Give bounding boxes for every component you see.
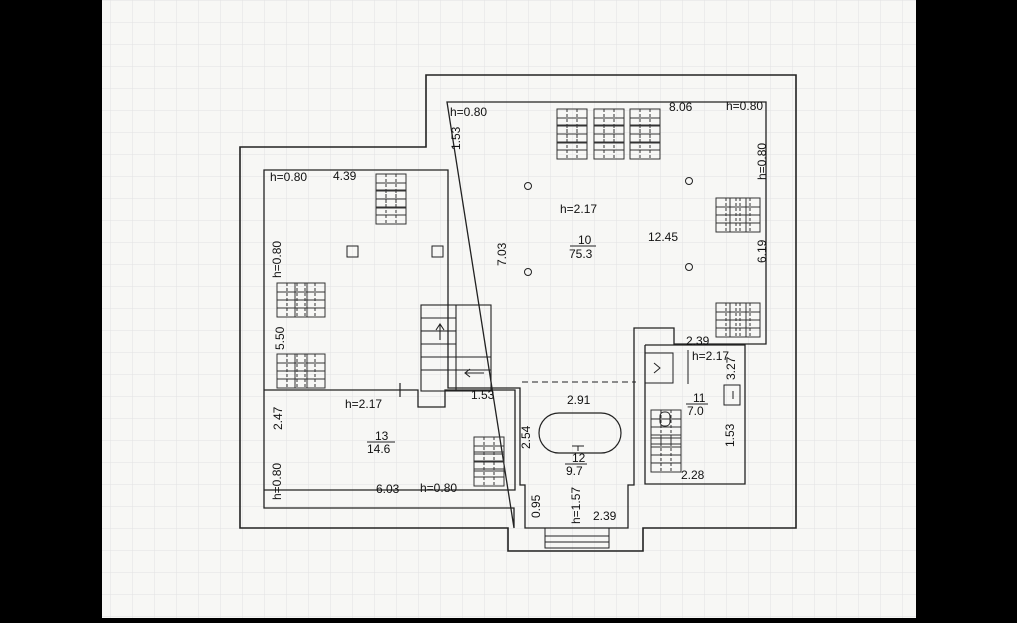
room-13-wall: [264, 389, 516, 491]
dimension-label: 8.06: [669, 100, 693, 114]
dimension-label: 6.03: [376, 482, 400, 496]
room-number: 12: [572, 451, 586, 465]
outer-wall: [239, 74, 797, 552]
entrance-steps: [544, 527, 610, 549]
staircase: [420, 304, 492, 392]
dimension-label: 2.39: [593, 509, 617, 523]
height-label: h=2.17: [345, 397, 382, 411]
tap-unit: [723, 384, 741, 406]
sink-symbol: [653, 362, 661, 374]
fixture-circle: [524, 182, 532, 190]
dimension-label: 5.50: [273, 326, 287, 350]
height-label: h=2.17: [692, 349, 729, 363]
dimension-label: 2.47: [271, 406, 285, 430]
room-area: 9.7: [566, 464, 583, 478]
dimension-label: 2.28: [681, 468, 705, 482]
height-label: h=0.80: [450, 105, 487, 119]
height-label: h=0.80: [420, 481, 457, 495]
inner-wall: [263, 101, 767, 529]
dimension-label: 12.45: [648, 230, 678, 244]
sink-unit: [644, 352, 674, 384]
height-label: h=0.80: [726, 99, 763, 113]
toilet: [659, 411, 671, 427]
fixture-circle: [685, 177, 693, 185]
height-label: h=0.80: [270, 241, 284, 278]
column-marker: [431, 245, 444, 258]
dimension-label: 1.53: [471, 388, 495, 402]
height-label: h=2.17: [560, 202, 597, 216]
dimension-label: 2.91: [567, 393, 591, 407]
fixture-circle: [685, 263, 693, 271]
height-label: h=1.57: [569, 487, 583, 524]
dimension-label: 0.95: [529, 494, 543, 518]
dimension-label: 2.54: [519, 425, 533, 449]
dimension-label: 4.39: [333, 169, 357, 183]
dimension-label: 1.53: [449, 126, 463, 150]
room-area: 7.0: [687, 404, 704, 418]
bathtub: [538, 412, 622, 454]
dimension-label: 7.03: [495, 242, 509, 266]
room-11-label: 11 7.0: [686, 391, 708, 418]
dimension-label: 3.27: [724, 356, 738, 380]
room-number: 10: [578, 233, 592, 247]
height-label: h=0.80: [755, 143, 769, 180]
height-label: h=0.80: [270, 463, 284, 500]
fixture-circle: [524, 268, 532, 276]
height-label: h=0.80: [270, 170, 307, 184]
room-12-label: 12 9.7: [565, 451, 587, 478]
room-11-wall: [644, 344, 746, 485]
dimension-label: 1.53: [723, 423, 737, 447]
room-10-label: 10 75.3: [569, 233, 596, 261]
paper-grid: [102, 0, 916, 618]
room-13-label: 13 14.6: [367, 429, 395, 456]
room-area: 14.6: [367, 442, 391, 456]
dimension-label: 2.39: [686, 334, 710, 348]
room-area: 75.3: [569, 247, 593, 261]
column-marker: [346, 245, 359, 258]
room-number: 11: [693, 391, 706, 405]
dimension-label: 6.19: [755, 239, 769, 263]
room-number: 13: [375, 429, 389, 443]
